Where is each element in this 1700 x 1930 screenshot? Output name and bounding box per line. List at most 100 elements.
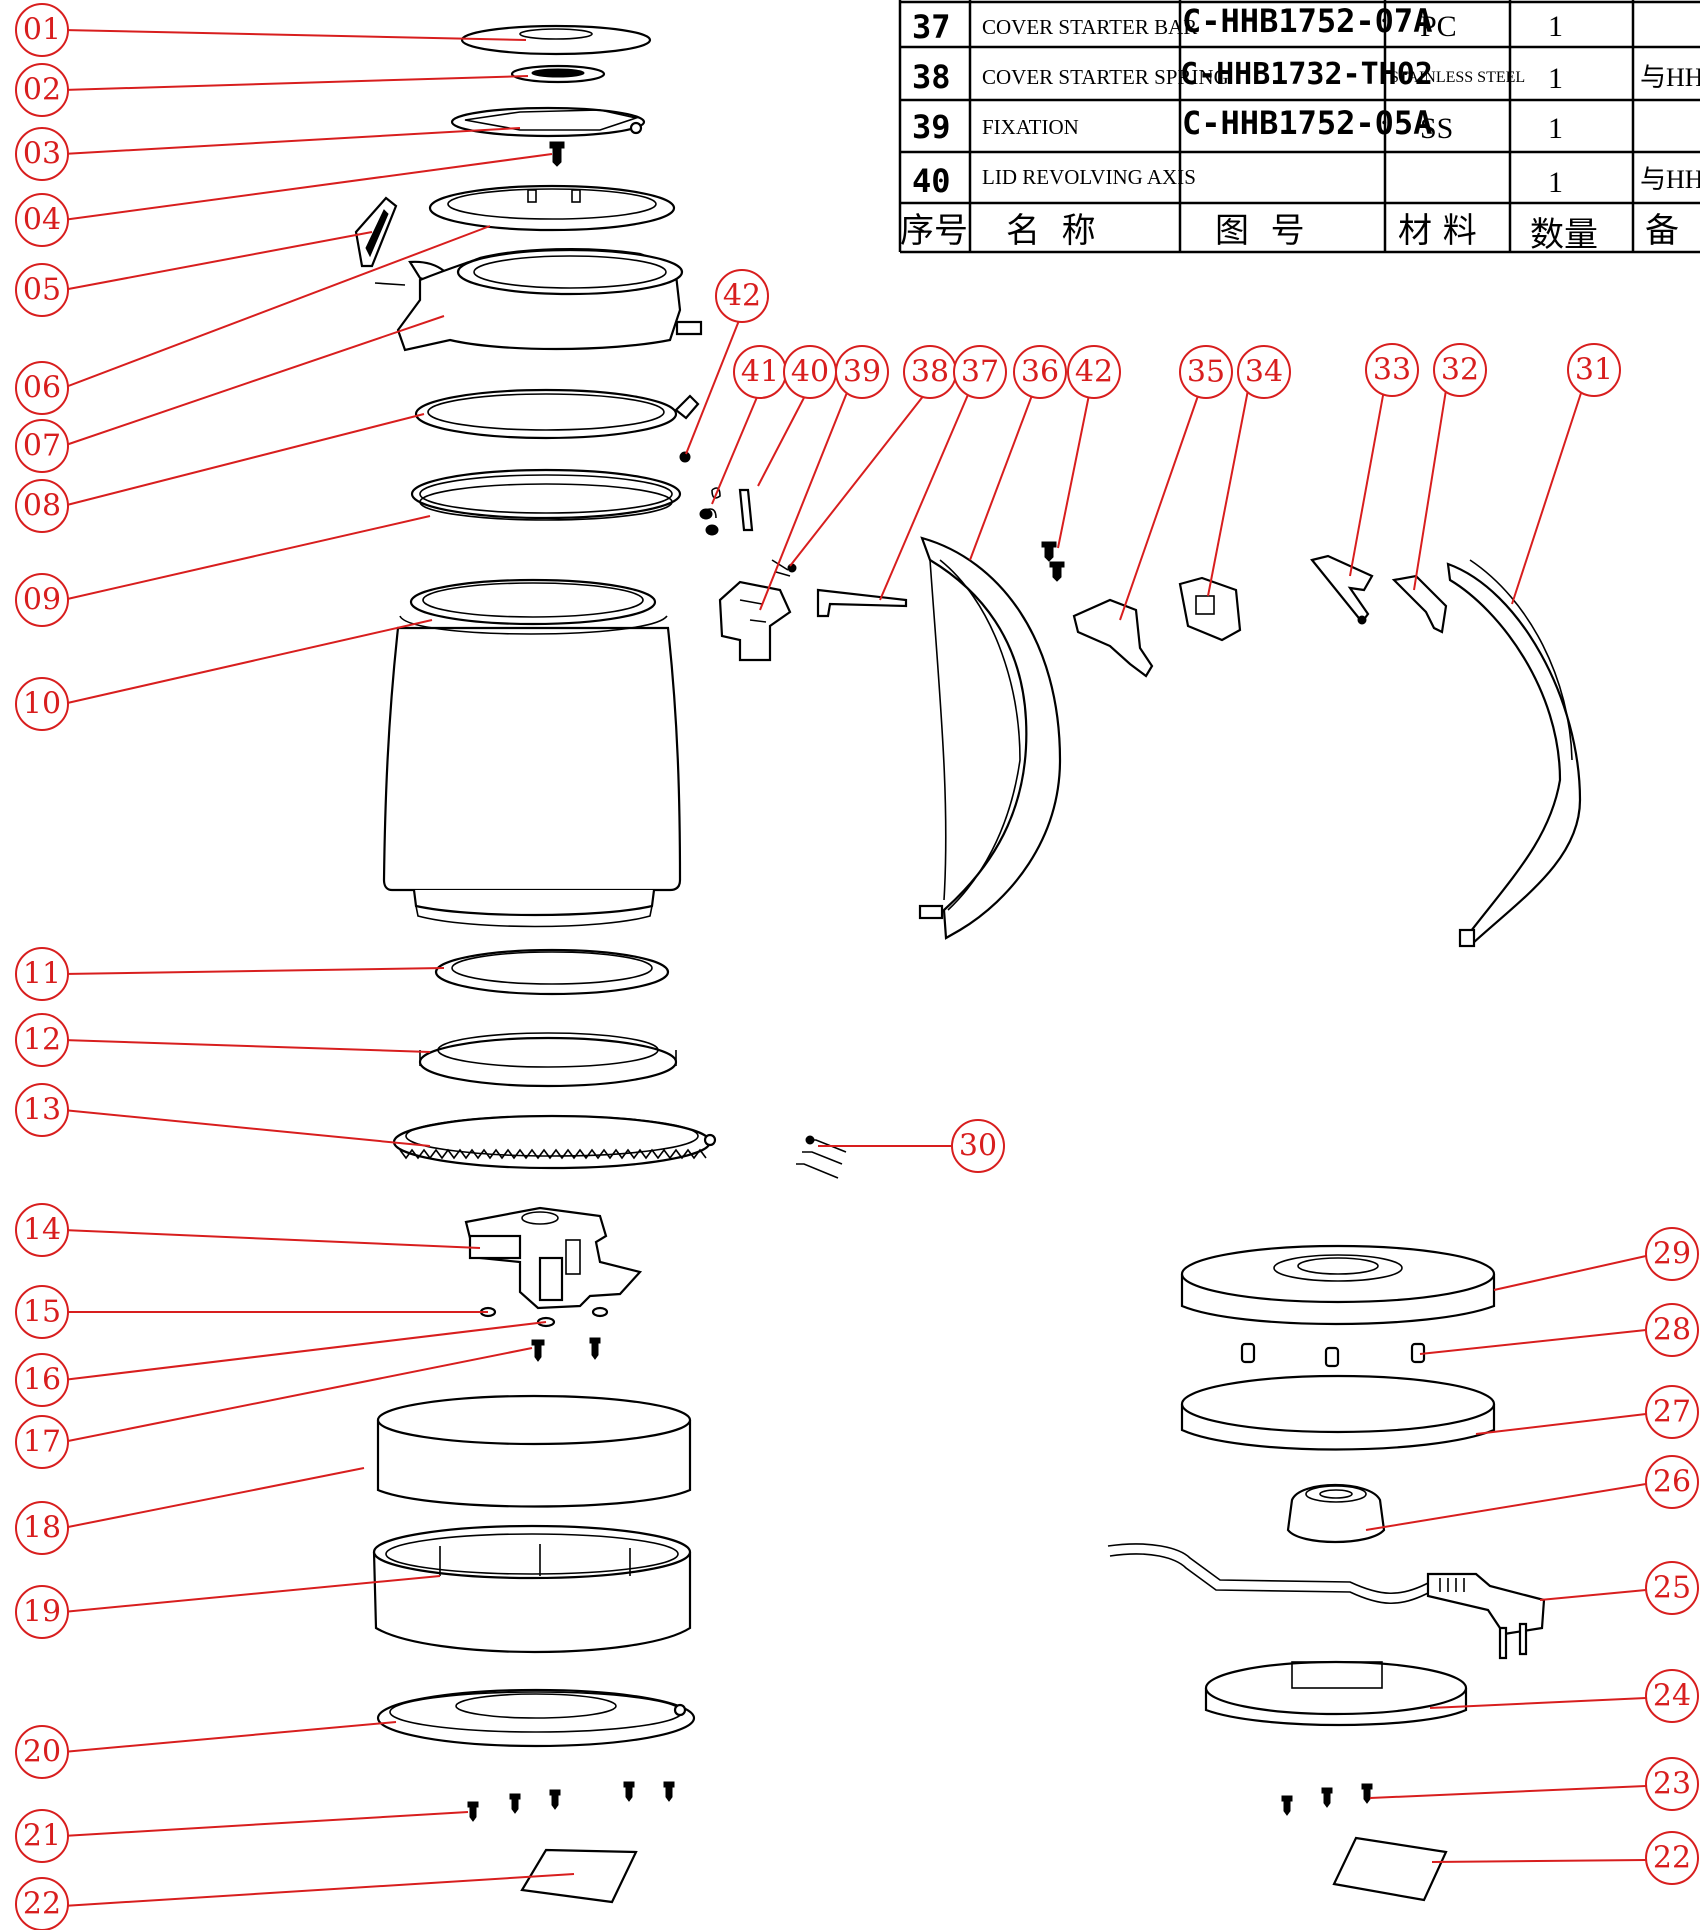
- row39-name: FIXATION: [982, 115, 1079, 139]
- svg-text:42: 42: [1075, 355, 1113, 390]
- part-26-connector: [1286, 1484, 1386, 1544]
- row38-qty: 1: [1548, 62, 1563, 95]
- part-37-starter-bar: [816, 588, 908, 618]
- part-33-button: [1310, 554, 1374, 625]
- callout-18: 18: [15, 1501, 69, 1555]
- svg-text:16: 16: [23, 1363, 61, 1398]
- part-19-base-frame: [372, 1524, 692, 1654]
- svg-text:30: 30: [959, 1129, 997, 1164]
- part-11-bottom-ring: [434, 948, 670, 996]
- svg-text:33: 33: [1373, 353, 1411, 388]
- svg-text:38: 38: [911, 355, 949, 390]
- callout-22-left: 22: [15, 1877, 69, 1930]
- part-09-seal-ring: [410, 468, 682, 521]
- callout-30: 30: [951, 1119, 1005, 1173]
- part-39-fixation: [718, 580, 792, 662]
- svg-text:19: 19: [23, 1595, 61, 1630]
- part-02-lid-button: [510, 64, 606, 84]
- row37-material: PC: [1420, 10, 1457, 43]
- callout-42-upper: 42: [715, 269, 769, 323]
- svg-text:22: 22: [23, 1887, 61, 1922]
- part-34-switch: [1178, 576, 1242, 642]
- svg-text:21: 21: [23, 1819, 61, 1854]
- svg-text:41: 41: [741, 355, 779, 390]
- svg-text:29: 29: [1653, 1237, 1691, 1272]
- callout-04: 04: [15, 193, 69, 247]
- svg-text:08: 08: [23, 489, 61, 524]
- part-01-lid-cover: [460, 24, 652, 56]
- row40-remark: 与HHB: [1640, 165, 1700, 194]
- callout-31: 31: [1567, 343, 1621, 397]
- svg-text:04: 04: [23, 203, 61, 238]
- callout-38: 38: [903, 345, 957, 399]
- svg-text:12: 12: [23, 1023, 61, 1058]
- leader-lines: [62, 29, 1647, 1907]
- svg-text:22: 22: [1653, 1841, 1691, 1876]
- part-40-axis: [738, 488, 754, 532]
- callout-21: 21: [15, 1809, 69, 1863]
- part-35-switch-bracket: [1072, 598, 1154, 678]
- svg-text:13: 13: [23, 1093, 61, 1128]
- part-29-power-base-top: [1180, 1244, 1496, 1326]
- callout-15: 15: [15, 1285, 69, 1339]
- row38-remark: 与HHB: [1640, 63, 1700, 92]
- header-material: 材 料: [1398, 211, 1477, 251]
- svg-text:40: 40: [791, 355, 829, 390]
- callout-10: 10: [15, 677, 69, 731]
- part-14-control-unit: [464, 1206, 643, 1310]
- callout-17: 17: [15, 1415, 69, 1469]
- svg-text:14: 14: [23, 1213, 61, 1248]
- part-12-heating-plate: [418, 1032, 678, 1088]
- callout-24: 24: [1645, 1669, 1699, 1723]
- parts-table: 37 COVER STARTER BAR C-HHB1752-07A PC 1 …: [898, 0, 1700, 255]
- part-03-lid-frame: [450, 106, 646, 138]
- part-07-top-shell: [374, 247, 703, 352]
- callout-37: 37: [953, 345, 1007, 399]
- callout-25: 25: [1645, 1561, 1699, 1615]
- part-10-kettle-body: [382, 578, 682, 928]
- part-24-base-bottom: [1204, 1660, 1468, 1727]
- svg-text:02: 02: [23, 73, 61, 108]
- callout-26: 26: [1645, 1455, 1699, 1509]
- header-name: 名 称: [1006, 211, 1096, 251]
- svg-text:15: 15: [23, 1295, 61, 1330]
- callout-02: 02: [15, 63, 69, 117]
- header-remark: 备: [1645, 211, 1679, 251]
- part-25-power-cord: [1107, 1543, 1546, 1660]
- callout-13: 13: [15, 1083, 69, 1137]
- header-qty: 数量: [1530, 215, 1598, 255]
- callout-12: 12: [15, 1013, 69, 1067]
- part-08-shell-ring: [414, 388, 700, 463]
- row37-no: 37: [912, 8, 951, 46]
- part-36-handle-cover: [918, 536, 1062, 940]
- svg-text:37: 37: [961, 355, 999, 390]
- svg-text:20: 20: [23, 1735, 61, 1770]
- row40-name: LID REVOLVING AXIS: [982, 165, 1196, 189]
- callout-23: 23: [1645, 1757, 1699, 1811]
- callout-35: 35: [1179, 345, 1233, 399]
- svg-text:36: 36: [1021, 355, 1059, 390]
- row39-drawing: C-HHB1752-05A: [1182, 104, 1432, 142]
- callout-01: 01: [15, 3, 69, 57]
- svg-text:06: 06: [23, 371, 61, 406]
- part-41-spring: [699, 487, 721, 536]
- callout-40: 40: [783, 345, 837, 399]
- part-27-base-ring: [1180, 1374, 1496, 1451]
- svg-text:28: 28: [1653, 1313, 1691, 1348]
- svg-text:34: 34: [1245, 355, 1283, 390]
- svg-text:27: 27: [1653, 1395, 1691, 1430]
- svg-text:09: 09: [23, 583, 61, 618]
- part-20-bottom-cover: [376, 1688, 696, 1748]
- callout-16: 16: [15, 1353, 69, 1407]
- svg-text:10: 10: [23, 687, 61, 722]
- callout-22-right: 22: [1645, 1831, 1699, 1885]
- callout-34: 34: [1237, 345, 1291, 399]
- svg-text:39: 39: [843, 355, 881, 390]
- row40-no: 40: [912, 162, 951, 200]
- callout-11: 11: [15, 947, 69, 1001]
- callout-20: 20: [15, 1725, 69, 1779]
- svg-text:03: 03: [23, 137, 61, 172]
- svg-text:32: 32: [1441, 353, 1479, 388]
- svg-text:18: 18: [23, 1511, 61, 1546]
